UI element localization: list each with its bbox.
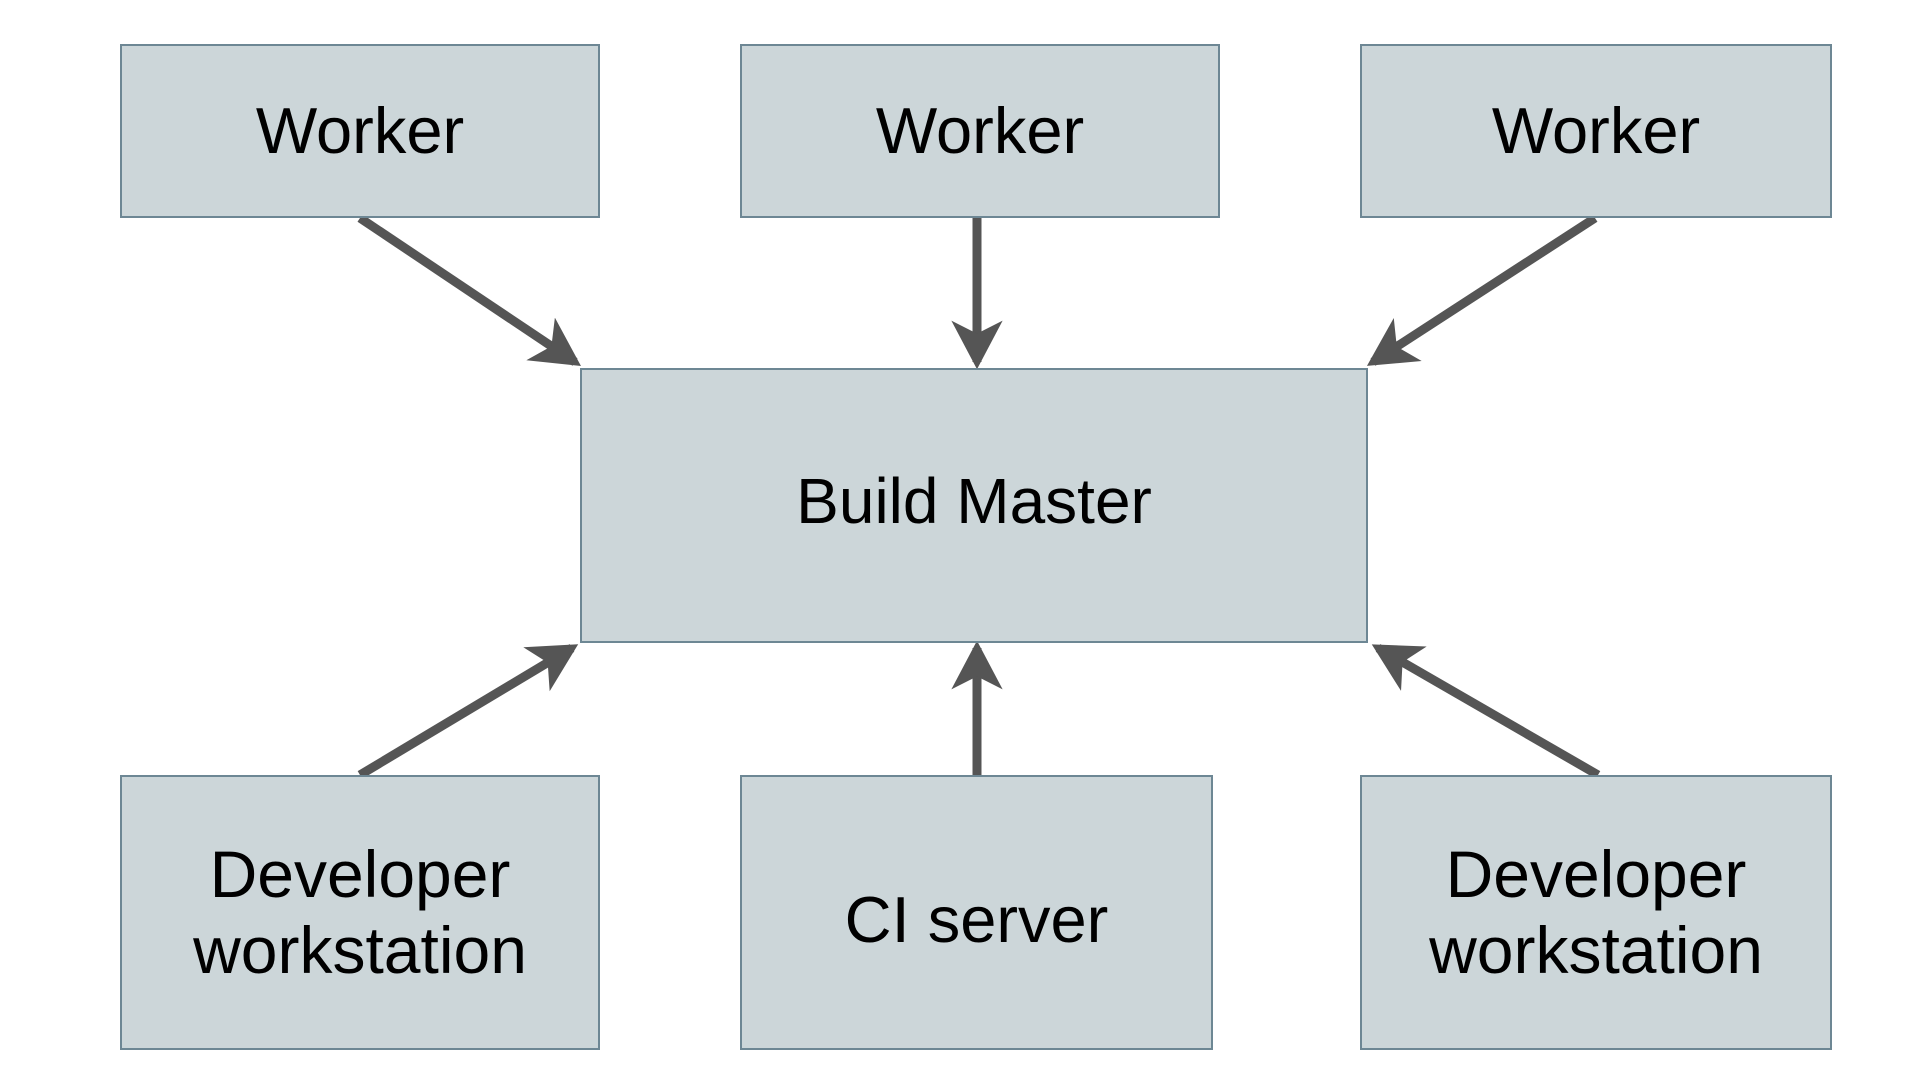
node-worker-2-label: Worker bbox=[875, 93, 1085, 167]
node-build-master[interactable]: Build Master bbox=[580, 368, 1368, 643]
node-ci-server-label: CI server bbox=[844, 883, 1109, 957]
edge-devws-2-to-master bbox=[1371, 644, 1601, 779]
node-ci-server[interactable]: CI server bbox=[740, 775, 1213, 1050]
node-developer-workstation-left[interactable]: Developer workstation bbox=[120, 775, 600, 1050]
node-worker-3[interactable]: Worker bbox=[1360, 44, 1832, 218]
edge-worker-3-to-master bbox=[1366, 214, 1598, 366]
node-developer-workstation-right[interactable]: Developer workstation bbox=[1360, 775, 1832, 1050]
node-developer-workstation-right-label: Developer workstation bbox=[1429, 837, 1763, 987]
node-worker-1[interactable]: Worker bbox=[120, 44, 600, 218]
node-worker-2[interactable]: Worker bbox=[740, 44, 1220, 218]
node-developer-workstation-left-label: Developer workstation bbox=[193, 837, 527, 987]
edge-devws-1-to-master bbox=[357, 644, 579, 779]
node-build-master-label: Build Master bbox=[796, 465, 1152, 538]
node-worker-1-label: Worker bbox=[255, 93, 465, 167]
node-worker-3-label: Worker bbox=[1491, 93, 1701, 167]
edge-worker-1-to-master bbox=[357, 214, 581, 367]
